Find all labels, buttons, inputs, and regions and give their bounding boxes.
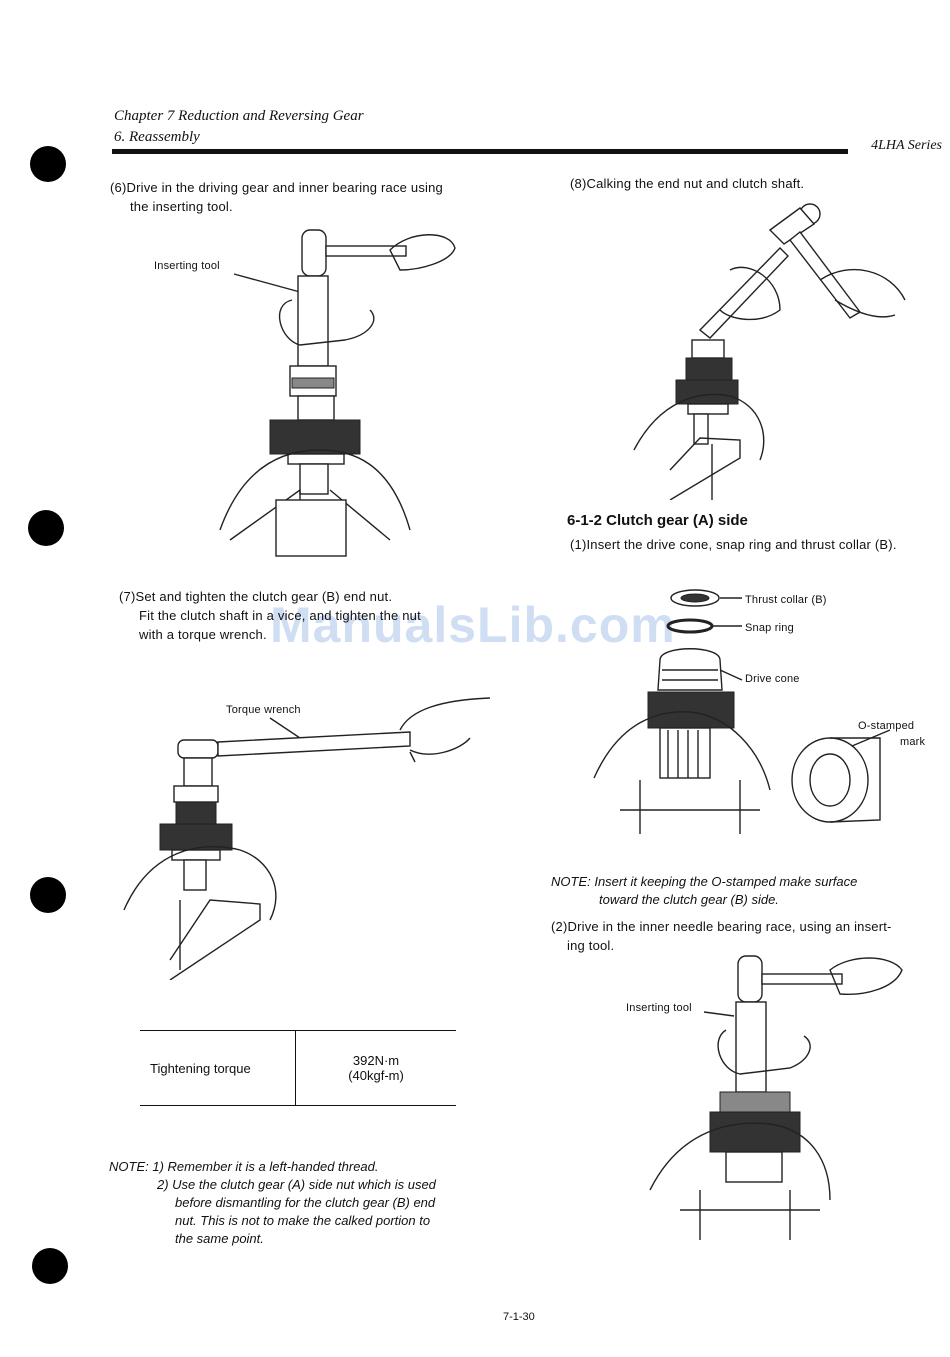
torque-spec-table: Tightening torque 392N·m (40kgf-m)	[140, 1030, 456, 1106]
step6-line2: the inserting tool.	[130, 199, 233, 214]
section-title: 6. Reassembly	[114, 129, 200, 145]
torque-value-cell: 392N·m (40kgf-m)	[295, 1030, 456, 1106]
table-row: Tightening torque 392N·m (40kgf-m)	[140, 1030, 456, 1106]
chapter-title: Chapter 7 Reduction and Reversing Gear	[114, 108, 364, 124]
label-drive-cone: Drive cone	[745, 673, 800, 685]
step6-text: (6)Drive in the driving gear and inner b…	[110, 178, 510, 216]
note-left-line4: nut. This is not to make the calked port…	[175, 1213, 431, 1228]
label-snap-ring: Snap ring	[745, 622, 794, 634]
section-heading-clutch-gear-a: 6-1-2 Clutch gear (A) side	[567, 512, 748, 529]
note-left-line3: before dismantling for the clutch gear (…	[175, 1195, 436, 1210]
step6-line1: (6)Drive in the driving gear and inner b…	[110, 180, 443, 195]
note-right-line2: toward the clutch gear (B) side.	[599, 892, 779, 907]
note-left-line5: the same point.	[175, 1231, 264, 1246]
step2-line1: (2)Drive in the inner needle bearing rac…	[551, 919, 892, 934]
label-torque-wrench: Torque wrench	[226, 704, 301, 716]
figure-step7-torque-wrench	[123, 697, 491, 980]
page-number: 7-1-30	[503, 1311, 535, 1323]
figure-step8-calking	[633, 203, 906, 500]
step2-text: (2)Drive in the inner needle bearing rac…	[551, 917, 941, 955]
label-inserting-tool-2: Inserting tool	[626, 1002, 692, 1014]
step7-line1: (7)Set and tighten the clutch gear (B) e…	[119, 589, 393, 604]
note-right-line1: NOTE: Insert it keeping the O-stamped ma…	[551, 874, 858, 889]
label-o-stamped: O-stamped	[858, 720, 915, 732]
note-left-line1: NOTE: 1) Remember it is a left-handed th…	[109, 1159, 379, 1174]
figure-step6-inserting	[219, 229, 456, 557]
punch-hole-2	[28, 510, 64, 546]
punch-hole-3	[30, 877, 66, 913]
label-mark: mark	[900, 736, 926, 748]
step7-line2: Fit the clutch shaft in a vice, and tigh…	[139, 608, 421, 623]
step8-text: (8)Calking the end nut and clutch shaft.	[570, 176, 805, 191]
note-left-line2: 2) Use the clutch gear (A) side nut whic…	[157, 1177, 436, 1192]
note-right: NOTE: Insert it keeping the O-stamped ma…	[551, 873, 941, 909]
step7-line3: with a torque wrench.	[139, 627, 267, 642]
label-thrust-collar: Thrust collar (B)	[745, 594, 827, 606]
section-step1-text: (1)Insert the drive cone, snap ring and …	[570, 537, 897, 552]
label-inserting-tool-1: Inserting tool	[154, 260, 220, 272]
watermark: ManualsLib.com	[270, 597, 676, 653]
punch-hole-1	[30, 146, 66, 182]
note-left: NOTE: 1) Remember it is a left-handed th…	[109, 1158, 509, 1248]
step7-text: (7)Set and tighten the clutch gear (B) e…	[119, 587, 519, 644]
header-rule	[112, 149, 848, 154]
punch-hole-4	[32, 1248, 68, 1284]
torque-value-kgf: (40kgf-m)	[348, 1068, 404, 1083]
series-label: 4LHA Series	[871, 138, 942, 153]
figure-drive-cone-assembly	[593, 589, 891, 834]
torque-value-nm: 392N·m	[352, 1053, 400, 1068]
torque-label-cell: Tightening torque	[140, 1030, 296, 1106]
figure-step2-inserting	[649, 955, 903, 1240]
step2-line2: ing tool.	[567, 938, 615, 953]
